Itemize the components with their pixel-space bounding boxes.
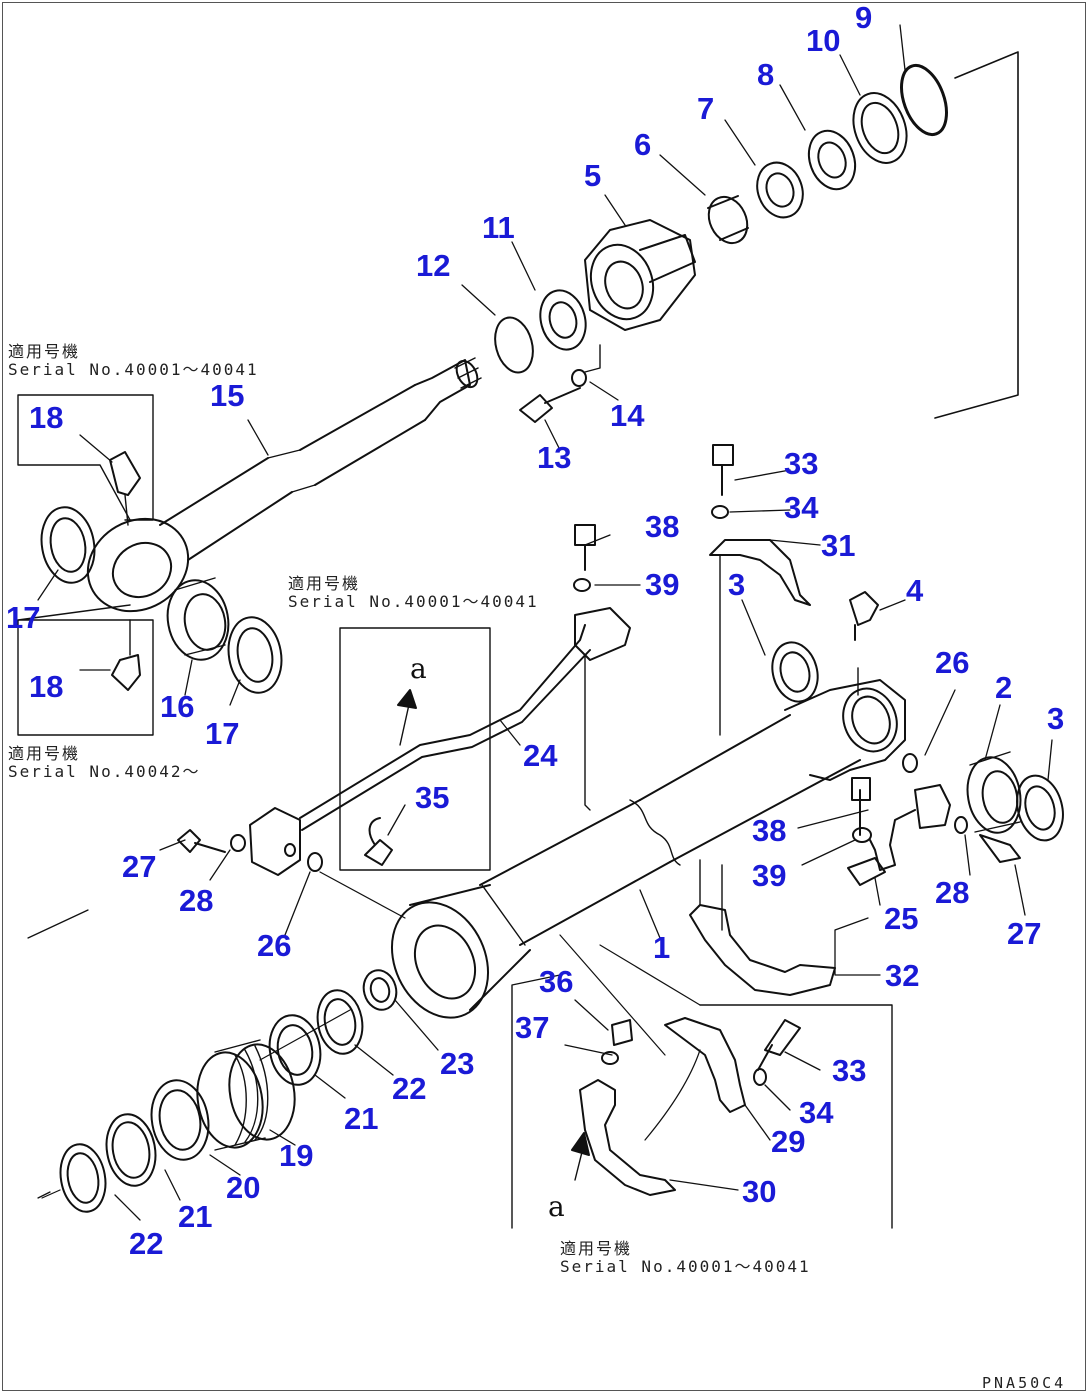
part-callout-28: 28 bbox=[179, 883, 214, 918]
part-callout-25: 25 bbox=[884, 901, 919, 936]
part-callout-3: 3 bbox=[728, 567, 746, 602]
part-callout-12: 12 bbox=[416, 248, 451, 283]
part-callout-26: 26 bbox=[257, 928, 292, 963]
part-callout-39: 39 bbox=[752, 858, 787, 893]
part-callout-7: 7 bbox=[697, 91, 715, 126]
part-callout-24: 24 bbox=[523, 738, 558, 773]
part-callout-22: 22 bbox=[392, 1071, 427, 1106]
part-callout-30: 30 bbox=[742, 1174, 777, 1209]
part-callout-21: 21 bbox=[344, 1101, 379, 1136]
part-callout-22: 22 bbox=[129, 1226, 164, 1261]
part-callout-37: 37 bbox=[515, 1010, 550, 1045]
serial-note-lower-left: 適用号機 Serial No.40042～ bbox=[8, 744, 201, 782]
part-callout-32: 32 bbox=[885, 958, 920, 993]
part-callout-26: 26 bbox=[935, 645, 970, 680]
part-callout-21: 21 bbox=[178, 1199, 213, 1234]
part-callout-17: 17 bbox=[205, 716, 240, 751]
serial-note-title: 適用号機 bbox=[8, 744, 81, 763]
part-callout-31: 31 bbox=[821, 528, 856, 563]
serial-note-range: Serial No.40042～ bbox=[8, 762, 201, 782]
part-callout-20: 20 bbox=[226, 1170, 261, 1205]
part-callout-18: 18 bbox=[29, 400, 64, 435]
part-callout-15: 15 bbox=[210, 378, 245, 413]
part-callout-4: 4 bbox=[906, 573, 924, 608]
part-callout-36: 36 bbox=[539, 964, 574, 999]
part-callout-13: 13 bbox=[537, 440, 572, 475]
part-callout-11: 11 bbox=[482, 210, 515, 245]
part-callout-38: 38 bbox=[645, 509, 680, 544]
part-callout-34: 34 bbox=[784, 490, 819, 525]
view-marker-a: a bbox=[410, 652, 427, 685]
part-callout-14: 14 bbox=[610, 398, 645, 433]
part-callout-39: 39 bbox=[645, 567, 680, 602]
part-callout-29: 29 bbox=[771, 1124, 806, 1159]
part-callout-8: 8 bbox=[757, 57, 775, 92]
part-callout-3: 3 bbox=[1047, 701, 1065, 736]
part-callout-23: 23 bbox=[440, 1046, 475, 1081]
serial-note-bottom: 適用号機 Serial No.40001～40041 bbox=[560, 1239, 811, 1277]
serial-note-center: 適用号機 Serial No.40001～40041 bbox=[288, 574, 539, 612]
part-callout-33: 33 bbox=[832, 1053, 867, 1088]
part-callout-6: 6 bbox=[634, 127, 652, 162]
part-callout-33: 33 bbox=[784, 446, 819, 481]
drawing-code: PNA50C4 bbox=[982, 1374, 1067, 1392]
serial-note-title: 適用号機 bbox=[8, 342, 81, 361]
part-callout-38: 38 bbox=[752, 813, 787, 848]
part-callout-5: 5 bbox=[584, 158, 602, 193]
part-callout-16: 16 bbox=[160, 689, 195, 724]
part-callout-2: 2 bbox=[995, 670, 1013, 705]
serial-note-upper-left: 適用号機 Serial No.40001～40041 bbox=[8, 342, 259, 380]
part-callout-27: 27 bbox=[1007, 916, 1042, 951]
part-callout-35: 35 bbox=[415, 780, 450, 815]
serial-note-range: Serial No.40001～40041 bbox=[8, 360, 259, 380]
serial-note-title: 適用号機 bbox=[288, 574, 361, 593]
serial-note-range: Serial No.40001～40041 bbox=[288, 592, 539, 612]
part-callout-18: 18 bbox=[29, 669, 64, 704]
part-callout-19: 19 bbox=[279, 1138, 314, 1173]
part-callout-9: 9 bbox=[855, 0, 873, 35]
part-callout-28: 28 bbox=[935, 875, 970, 910]
serial-note-range: Serial No.40001～40041 bbox=[560, 1257, 811, 1277]
part-callout-17: 17 bbox=[6, 600, 41, 635]
part-callout-34: 34 bbox=[799, 1095, 834, 1130]
part-callout-10: 10 bbox=[806, 23, 841, 58]
part-callout-27: 27 bbox=[122, 849, 157, 884]
view-marker-a: a bbox=[548, 1190, 565, 1223]
serial-note-title: 適用号機 bbox=[560, 1239, 633, 1258]
part-callout-1: 1 bbox=[653, 930, 671, 965]
